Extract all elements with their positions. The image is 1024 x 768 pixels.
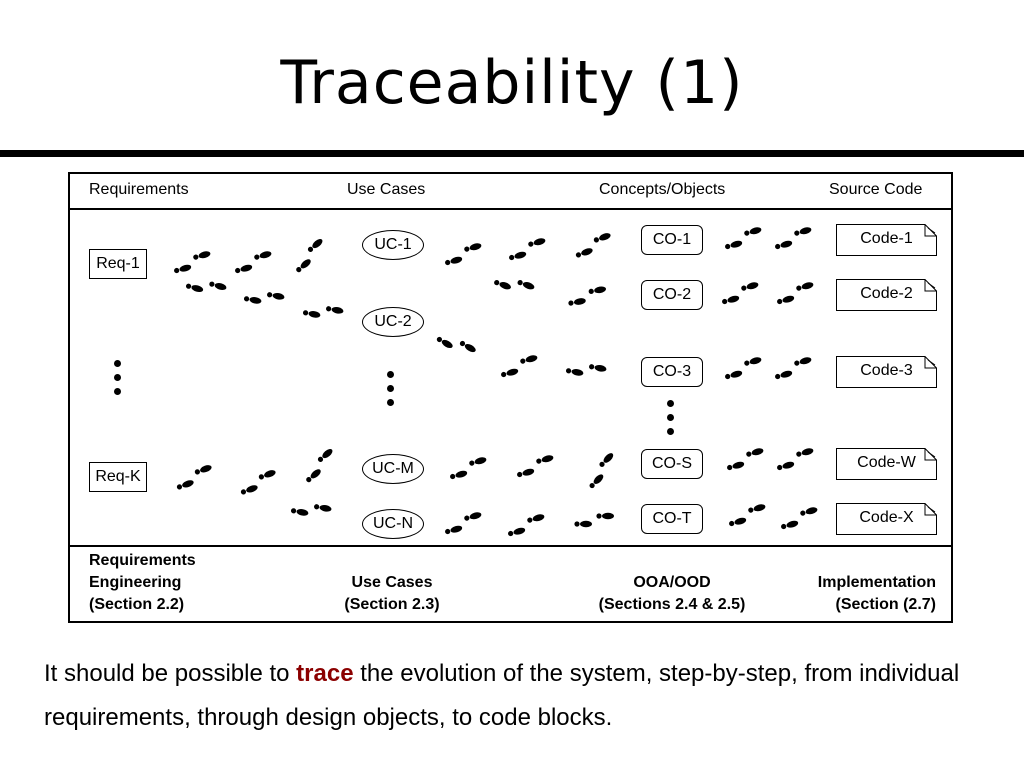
requirement-box-req-k: Req-K [89,462,147,492]
column-header-concepts-objects: Concepts/Objects [599,181,726,198]
footprints-icon [306,449,333,483]
footprints-icon [185,281,227,292]
code-block-code-1: Code-1 [836,224,937,256]
use-case-uc-n: UC-N [362,509,424,539]
document-icon [836,448,937,480]
column-header-source-code: Source Code [829,181,923,198]
use-case-uc-m: UC-M [362,454,424,484]
caption-text: It should be possible to [44,660,297,687]
footprints-icon [508,514,545,537]
footer-text-line: (Section 2.2) [89,596,185,613]
footer-text-line: OOA/OOD [633,574,711,591]
footer-text-line: Use Cases [351,574,433,591]
footprints-icon [517,455,554,478]
footprints-icon [568,286,607,306]
footer-text-line: Engineering [89,574,182,591]
footprints-icon [243,292,285,304]
caption-text: the evolution of the system, step-by-ste… [44,660,960,731]
footer-text-line: Implementation [817,574,936,591]
slide-caption: It should be possible to trace the evolu… [44,652,984,740]
footprints-icon [445,512,482,535]
code-block-label: Code-3 [860,362,913,379]
footprints-icon [436,336,476,353]
vertical-ellipsis [667,400,675,442]
code-block-code-3: Code-3 [836,356,937,388]
concept-object-co-t: CO-T [641,504,703,534]
footprints-icon [781,507,818,530]
footer-text-line: (Section (2.7) [835,596,936,613]
footer-text-line: (Section 2.3) [344,596,440,613]
title-divider [0,150,1024,157]
footer-text-line: (Sections 2.4 & 2.5) [598,596,746,613]
code-block-label: Code-X [859,509,914,526]
footprints-icon [574,512,614,528]
vertical-ellipsis [114,360,122,402]
concept-object-co-3: CO-3 [641,357,703,387]
concept-object-co-1: CO-1 [641,225,703,255]
footprints-icon [176,465,212,490]
code-block-label: Code-W [857,454,916,471]
column-header-requirements: Requirements [89,181,189,198]
footprints-icon [501,355,538,378]
footer-use-cases: Use Cases (Section 2.3) [292,572,492,616]
use-case-uc-1: UC-1 [362,230,424,260]
footprints-icon [725,227,762,250]
document-icon [836,356,937,388]
traceability-diagram-frame [68,172,953,623]
footprints-icon [235,251,272,274]
concept-object-co-s: CO-S [641,449,703,479]
footer-requirements-engineering: Requirements Engineering (Section 2.2) [89,550,196,616]
footprints-icon [445,243,482,266]
footprints-icon [775,357,812,380]
footprints-icon [727,448,764,471]
footprints-icon [494,280,535,290]
footprints-icon [296,239,323,273]
footprints-icon [174,251,211,274]
code-block-code-w: Code-W [836,448,937,480]
footprints-icon [575,233,611,258]
footer-implementation: Implementation (Section (2.7) [736,572,936,616]
code-block-code-x: Code-X [836,503,937,535]
use-case-uc-2: UC-2 [362,307,424,337]
footprints-icon [509,238,546,261]
footprints-icon [725,357,762,380]
footprints-icon [302,306,344,318]
footprints-icon [290,504,332,516]
vertical-ellipsis [387,371,395,413]
code-block-label: Code-1 [860,230,913,247]
document-icon [836,503,937,535]
concept-object-co-2: CO-2 [641,280,703,310]
footprints-icon [777,448,814,471]
footprints-icon [565,364,607,376]
caption-highlight-trace: trace [296,660,354,687]
column-header-use-cases: Use Cases [347,181,426,198]
code-block-label: Code-2 [860,285,913,302]
footprints-icon [450,457,487,480]
document-icon [836,279,937,311]
footer-text-line: Requirements [89,552,196,569]
slide-title: Traceability (1) [280,48,744,118]
footprints-icon [722,282,759,305]
footer-divider [68,545,953,547]
footprints-icon [729,504,766,527]
footprints-icon [589,453,614,489]
header-divider [68,208,953,210]
footprints-icon [240,470,276,495]
footer-ooa-ood: OOA/OOD (Sections 2.4 & 2.5) [572,572,772,616]
footprints-icon [777,282,814,305]
document-icon [836,224,937,256]
footprints-icon [775,227,812,250]
requirement-box-req-1: Req-1 [89,249,147,279]
code-block-code-2: Code-2 [836,279,937,311]
